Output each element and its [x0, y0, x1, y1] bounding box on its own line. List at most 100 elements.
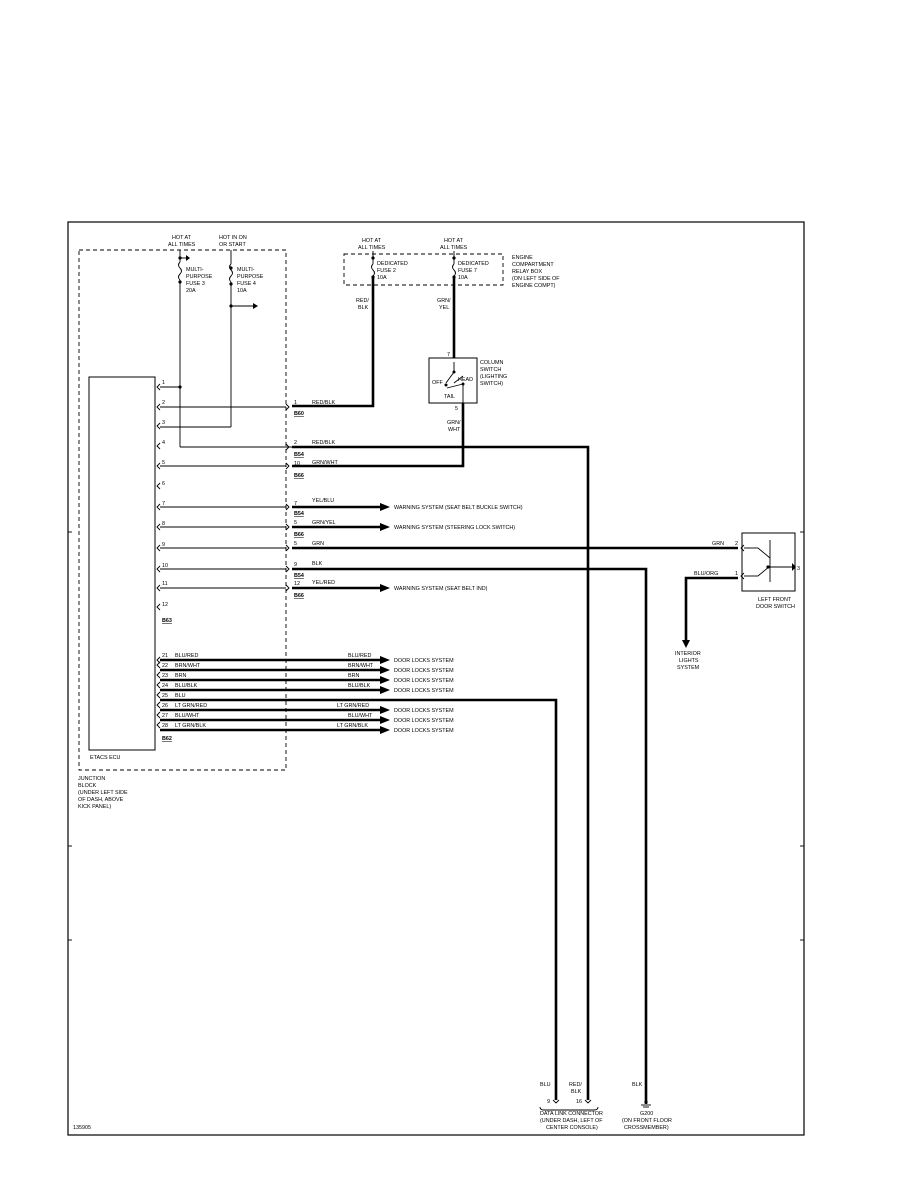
c3-pin: 10	[294, 461, 300, 467]
door-switch-node	[766, 565, 770, 569]
l24-wire: BLU/BLK	[175, 683, 198, 689]
hot-at-all-times-1a: HOT AT	[172, 235, 192, 241]
ecu-pin-7: 7	[162, 501, 165, 507]
column-switch-contacts	[445, 362, 464, 403]
l23-dest: DOOR LOCKS SYSTEM	[394, 678, 454, 684]
dlc-label-1: DATA LINK CONNECTOR	[540, 1111, 603, 1117]
l28-wire-r: LT GRN/BLK	[337, 723, 368, 729]
fuse4-label-2: PURPOSE	[237, 274, 264, 280]
fuse3-node-low	[178, 280, 182, 284]
l27-pin: 27	[162, 713, 168, 719]
column-switch-node-off	[444, 383, 448, 387]
ecu-connector-lower: B62	[162, 736, 172, 742]
ecu-pin-2: 2	[162, 400, 165, 406]
door-switch-ground-arrow	[792, 563, 796, 571]
ecu-pin-10: 10	[162, 563, 168, 569]
interior-lights-3: SYSTEM	[677, 665, 700, 671]
fuse2-label-3: 10A	[377, 275, 387, 281]
column-switch-head: HEAD	[458, 377, 473, 383]
relay-box-outline	[343, 253, 504, 286]
dlc-pin-chevrons	[539, 1099, 599, 1111]
hot-at-all-times-3b: ALL TIMES	[440, 245, 468, 251]
l22-pin: 22	[162, 663, 168, 669]
l21-dest: DOOR LOCKS SYSTEM	[394, 658, 454, 664]
l28-wire: LT GRN/BLK	[175, 723, 206, 729]
dlc-pin-red: 16	[576, 1099, 582, 1105]
ecu-fuse-links	[160, 386, 292, 448]
column-switch-box	[428, 357, 478, 404]
l25-pin: 25	[162, 693, 168, 699]
junction-block-label-3: (UNDER LEFT SIDE	[78, 790, 128, 796]
column-switch-label-3: (LIGHTING	[480, 374, 507, 380]
hot-at-all-times-2a: HOT AT	[362, 238, 382, 244]
c4-connector: B54	[294, 511, 304, 517]
fuse3-symbol	[178, 250, 186, 447]
fuse2-symbol	[371, 251, 375, 277]
c5-dest: WARNING SYSTEM (STEERING LOCK SWITCH)	[394, 525, 515, 531]
dlc-pin-blu: 9	[547, 1099, 550, 1105]
wire-blk-ground	[292, 567, 648, 1104]
c2-connector: B54	[294, 452, 304, 458]
c7-pin: 9	[294, 562, 297, 568]
door-switch-wire-grn: GRN	[712, 541, 724, 547]
c6-pin: 5	[294, 541, 297, 547]
connector-chevrons-upper	[285, 403, 290, 592]
c4-dest: WARNING SYSTEM (SEAT BELT BUCKLE SWITCH)	[394, 505, 523, 511]
wire-red-blk-dlc	[292, 445, 590, 1100]
c2-pin: 2	[294, 440, 297, 446]
ecu-pin-stubs-lower	[156, 656, 161, 729]
wire-red-blk-fuse2	[292, 278, 375, 408]
l22-wire: BRN/WHT	[175, 663, 201, 669]
column-switch-node-1	[452, 370, 456, 374]
hot-in-on-b: OR START	[219, 242, 246, 248]
column-switch-node-head	[461, 382, 465, 386]
door-locks-extra-1: DOOR LOCKS SYSTEM	[394, 708, 454, 714]
l26-pin: 26	[162, 703, 168, 709]
hot-in-on-a: HOT IN ON	[219, 235, 247, 241]
wire-blu-org	[684, 576, 738, 640]
l24-wire-r: BLU/BLK	[348, 683, 371, 689]
fuse2-label-1: DEDICATED	[377, 261, 408, 267]
ground-node	[644, 1100, 648, 1104]
ecu-pin-3: 3	[162, 420, 165, 426]
l24-dest: DOOR LOCKS SYSTEM	[394, 688, 454, 694]
fuse3-label-3: FUSE 3	[186, 281, 205, 287]
wire-grn-wht-column	[292, 403, 465, 468]
interior-lights-2: LIGHTS	[679, 658, 699, 664]
c5-pin: 5	[294, 520, 297, 526]
ecu-pin-9: 9	[162, 542, 165, 548]
column-switch-label-1: COLUMN	[480, 360, 503, 366]
c4-pin: 7	[294, 501, 297, 507]
ground-label-3: CROSSMEMBER)	[624, 1125, 669, 1131]
dlc-wire-red-b: BLK	[571, 1089, 582, 1095]
fuse7-label-3: 10A	[458, 275, 468, 281]
c8-wire: YEL/RED	[312, 580, 335, 586]
fuse2-node	[371, 256, 375, 260]
c8-connector: B66	[294, 593, 304, 599]
column-switch-tail: TAIL	[444, 394, 455, 400]
ecu-pin-8: 8	[162, 521, 165, 527]
fuse2-node-low	[371, 275, 375, 279]
column-switch-out-wire-b: WHT	[448, 427, 461, 433]
fuse4-label-1: MULTI-	[237, 267, 255, 273]
column-switch-label-4: SWITCH)	[480, 381, 503, 387]
dlc-wire-blu: BLU	[540, 1082, 551, 1088]
relay-box-label-4: (ON LEFT SIDE OF	[512, 276, 560, 282]
ecu-pin-11: 11	[162, 581, 168, 587]
ecu-pin-12: 12	[162, 602, 168, 608]
l23-wire-r: BRN	[348, 673, 359, 679]
ground-wire-label: BLK	[632, 1082, 643, 1088]
c6-wire: GRN	[312, 541, 324, 547]
column-switch-out-wire-a: GRN/	[447, 420, 461, 426]
wire-red-blk-label-b: BLK	[358, 305, 369, 311]
diagram-frame	[67, 221, 805, 1136]
ecu-pin-4: 4	[162, 440, 165, 446]
l27-wire: BLU/WHT	[175, 713, 200, 719]
figure-id: 135905	[73, 1125, 91, 1131]
l21-wire: BLU/RED	[175, 653, 198, 659]
column-switch-label-2: SWITCH	[480, 367, 501, 373]
door-switch-pin-blu-org: 1	[735, 571, 738, 577]
l23-wire: BRN	[175, 673, 186, 679]
c7-wire: BLK	[312, 561, 323, 567]
c5-wire: GRN/YEL	[312, 520, 336, 526]
